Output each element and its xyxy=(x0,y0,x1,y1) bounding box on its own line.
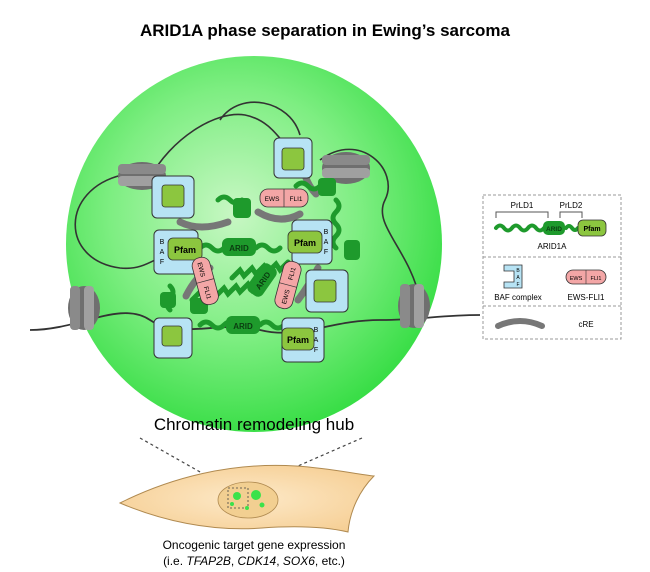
chromatin-loop xyxy=(74,174,166,270)
gene-cdk14: CDK14 xyxy=(238,554,277,568)
legend-prld2: PrLD2 xyxy=(560,201,583,210)
legend: PrLD1 PrLD2 ARID Pfam ARID1A B A F BAF c… xyxy=(482,194,622,340)
baf-letter-a: A xyxy=(324,239,329,246)
nucleosome xyxy=(68,286,100,330)
ews-label: EWS xyxy=(195,262,206,279)
legend-arid1a-chain xyxy=(564,224,580,232)
pfam-label: Pfam xyxy=(174,245,196,255)
legend-baf-icon: B A F xyxy=(503,264,523,289)
legend-pfam-box xyxy=(577,219,607,237)
fli1-label: FLI1 xyxy=(289,196,302,203)
baf-letter-a: A xyxy=(314,337,319,344)
arid1a-chain xyxy=(257,319,287,331)
legend-cre: cRE xyxy=(578,320,593,329)
legend-arid-box xyxy=(543,221,565,235)
condensate-dot xyxy=(251,490,261,500)
ews-label: EWS xyxy=(265,196,280,203)
legend-arid1a: ARID1A xyxy=(538,242,568,251)
fli1-label: FLI1 xyxy=(287,266,297,281)
baf-letter-f: F xyxy=(160,259,164,266)
baf-letter-a: A xyxy=(160,249,165,256)
nucleosome xyxy=(322,152,370,184)
baf-letter-b: B xyxy=(314,327,319,334)
legend-prld1: PrLD1 xyxy=(511,201,534,210)
chromatin-loop xyxy=(319,148,421,301)
legend-baf-f: F xyxy=(516,282,519,288)
legend-ews-label: EWS xyxy=(570,276,583,282)
gene-sox6: SOX6 xyxy=(283,554,315,568)
baf-complex xyxy=(153,317,193,359)
cre-element xyxy=(254,208,304,223)
legend-pfam-label: Pfam xyxy=(583,226,600,233)
legend-fli1-label: FLI1 xyxy=(590,276,601,282)
legend-ews-fli1: EWS-FLI1 xyxy=(568,293,605,302)
legend-ews-fli1-icon: EWS FLI1 xyxy=(565,269,607,285)
prld2-bracket xyxy=(559,211,583,218)
cre-element xyxy=(176,218,232,231)
legend-baf-complex: BAF complex xyxy=(494,293,542,302)
fli1-label: FLI1 xyxy=(202,286,212,301)
baf-complex xyxy=(151,175,195,219)
pfam-domain: Pfam xyxy=(287,230,323,254)
arid1a-node xyxy=(344,240,360,260)
gene-tfap2b: TFAP2B xyxy=(186,554,230,568)
arid1a-node xyxy=(318,178,336,196)
ews-fli1: EWS FLI1 xyxy=(274,260,302,310)
condensate-dot xyxy=(245,506,249,510)
legend-baf-b: B xyxy=(516,268,520,274)
legend-arid-label: ARID xyxy=(546,226,562,233)
legend-arid1a-chain xyxy=(494,223,546,233)
zoom-box xyxy=(227,487,249,509)
nucleosome xyxy=(398,284,430,328)
caption-suffix: , etc.) xyxy=(315,554,345,568)
ews-fli1: EWS FLI1 xyxy=(259,188,309,208)
baf-letter-f: F xyxy=(314,347,318,354)
arid1a-chain xyxy=(253,242,283,254)
baf-letter-f: F xyxy=(324,249,328,256)
caption-sep2: , xyxy=(276,554,283,568)
baf-letter-b: B xyxy=(324,229,329,236)
hub-label: Chromatin remodeling hub xyxy=(154,415,354,434)
baf-complex xyxy=(305,269,349,313)
ews-label: EWS xyxy=(281,288,292,305)
condensate-dot xyxy=(233,492,241,500)
legend-cre-icon xyxy=(495,318,545,329)
condensate-dot xyxy=(259,502,265,508)
arid-domain: ARID xyxy=(247,263,277,297)
arid1a-node xyxy=(160,292,176,308)
pfam-label: Pfam xyxy=(287,335,309,345)
condensate-dot xyxy=(230,502,234,506)
arid1a-chain xyxy=(330,197,342,251)
arid-domain: ARID xyxy=(222,238,256,256)
arid-label: ARID xyxy=(229,244,249,253)
ews-fli1: EWS FLI1 xyxy=(191,256,219,306)
pfam-domain: Pfam xyxy=(167,237,203,261)
caption-sep1: , xyxy=(231,554,238,568)
arid1a-node xyxy=(233,198,251,218)
arid-label: ARID xyxy=(233,322,253,331)
caption-line1: Oncogenic target gene expression xyxy=(163,538,346,552)
baf-complex xyxy=(273,137,313,179)
pfam-domain: Pfam xyxy=(281,327,315,351)
baf-letter-b: B xyxy=(160,239,165,246)
legend-baf-a: A xyxy=(516,275,520,281)
prld1-bracket xyxy=(495,211,549,218)
pfam-label: Pfam xyxy=(294,238,316,248)
chromatin-loop xyxy=(149,113,291,179)
figure-title: ARID1A phase separation in Ewing’s sarco… xyxy=(140,21,511,40)
arid1a-chain xyxy=(293,180,323,192)
chromatin-loop xyxy=(219,101,301,136)
arid-domain: ARID xyxy=(226,316,260,334)
caption-line2: (i.e. TFAP2B, CDK14, SOX6, etc.) xyxy=(163,554,345,568)
caption-prefix: (i.e. xyxy=(163,554,186,568)
